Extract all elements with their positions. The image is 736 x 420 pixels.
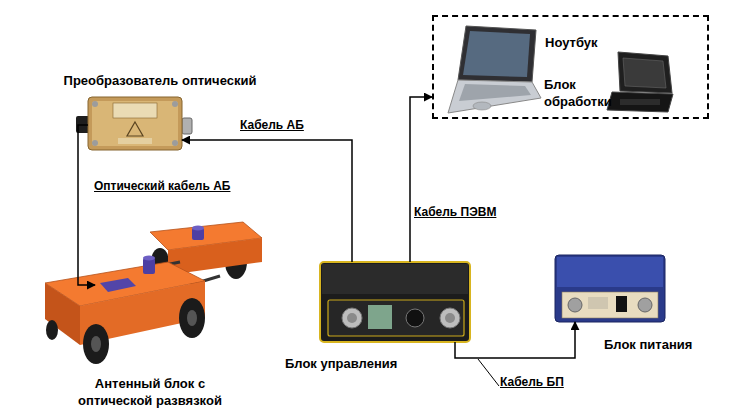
- laptop-illustration-part: [448, 80, 541, 113]
- optical-converter-illustration-part: [127, 122, 143, 136]
- device-box: Блок управления: [320, 262, 470, 342]
- laptop-illustration-part: [459, 84, 531, 101]
- optical-converter-illustration: [76, 97, 192, 150]
- optical-converter-illustration-part: [92, 140, 98, 146]
- optical-converter-illustration-part: [92, 101, 178, 146]
- power-unit-illustration-part: [568, 298, 582, 312]
- antenna-block-illustration-part: [187, 310, 197, 326]
- device-box: Антенный блок с оптической развязкой: [95, 228, 265, 360]
- optical-converter-illustration-part: [88, 97, 182, 150]
- control-unit-illustration-part: [440, 308, 460, 328]
- control-unit-illustration-part: [342, 308, 362, 328]
- antenna-block-illustration-part: [91, 336, 101, 352]
- laptop-illustration-part: [458, 26, 536, 82]
- cable-connector: [182, 140, 352, 262]
- antenna-block-illustration-part: [45, 283, 80, 345]
- optical-converter-illustration-part: [118, 138, 152, 144]
- antenna-block-illustration: [45, 222, 262, 364]
- device-box: Блок питания: [555, 255, 665, 322]
- control-unit-illustration-part: [328, 300, 464, 336]
- processing-unit-illustration-part: [620, 99, 660, 105]
- processing-unit-illustration-part: [618, 52, 672, 93]
- power-unit-illustration-part: [562, 292, 658, 318]
- power-unit-illustration-part: [557, 257, 663, 287]
- optical-converter-illustration-part: [172, 101, 178, 107]
- antenna-block-illustration-part: [83, 324, 109, 364]
- processing-unit-illustration-part: [623, 58, 666, 88]
- control-unit-illustration-part: [322, 264, 468, 294]
- processing-unit-illustration: [607, 52, 673, 112]
- cable-label: Кабель БП: [500, 375, 564, 389]
- laptop-illustration-part: [473, 102, 491, 110]
- power-unit-illustration-part: [616, 296, 627, 312]
- optical-converter-illustration-part: [92, 101, 98, 107]
- antenna-block-illustration-part: [192, 226, 204, 231]
- control-unit-illustration-part: [347, 313, 357, 323]
- control-unit-illustration: [320, 262, 470, 342]
- device-label: Антенный блок с оптической развязкой: [65, 375, 235, 409]
- power-unit-illustration-part: [555, 255, 665, 322]
- cable-connector: [455, 322, 575, 358]
- optical-converter-illustration-part: [113, 103, 157, 118]
- control-unit-illustration-part: [445, 313, 455, 323]
- control-unit-illustration-part: [406, 309, 424, 327]
- device-label: Ноутбук: [545, 34, 617, 51]
- antenna-block-illustration-part: [100, 278, 136, 292]
- processing-unit-illustration-part: [607, 92, 673, 112]
- control-unit-illustration-part: [320, 262, 470, 342]
- antenna-block-illustration-part: [143, 256, 155, 261]
- power-unit-illustration-part: [588, 297, 608, 309]
- device-label: Блок управления: [285, 355, 425, 372]
- power-unit-illustration: [555, 255, 665, 322]
- laptop-illustration: [448, 26, 541, 113]
- antenna-block-illustration-part: [46, 320, 58, 340]
- cable-label: Кабель ПЭВМ: [414, 205, 496, 219]
- device-box: Ноутбук: [449, 26, 543, 116]
- device-box: Блок обработки: [609, 54, 675, 114]
- cable-connector: [410, 97, 432, 262]
- label-leader: [478, 359, 499, 386]
- optical-converter-illustration-part: [172, 140, 178, 146]
- device-label: Блок питания: [604, 336, 714, 353]
- cable-connector: [78, 125, 95, 285]
- power-unit-illustration-part: [638, 298, 652, 312]
- device-label: Блок обработки: [544, 76, 610, 110]
- device-box: Преобразователь оптический: [88, 97, 182, 150]
- group-box: НоутбукБлок обработки: [432, 15, 709, 119]
- control-unit-illustration-part: [368, 305, 392, 329]
- optical-converter-illustration-part: [182, 118, 192, 134]
- cable-label: Кабель АБ: [240, 118, 304, 132]
- cable-label: Оптический кабель АБ: [94, 179, 230, 193]
- device-label: Преобразователь оптический: [50, 72, 270, 89]
- laptop-illustration-part: [463, 31, 530, 77]
- antenna-block-illustration-part: [179, 298, 205, 338]
